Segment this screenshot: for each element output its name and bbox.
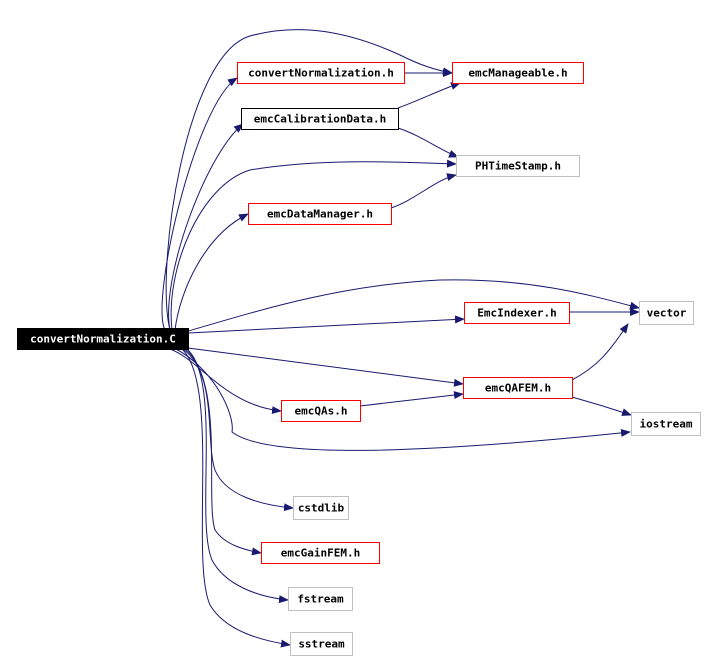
node-label: emcDataManager.h: [267, 208, 373, 221]
edge-root-to-fstream: [186, 348, 289, 604]
edge-calib-to-timestamp: [397, 127, 459, 158]
node-box: [464, 302, 570, 324]
node-qas[interactable]: emcQAs.h: [281, 400, 361, 422]
node-label: emcManageable.h: [468, 67, 567, 80]
edge-root-to-datamanager: [174, 213, 249, 331]
node-fstream: fstream: [288, 587, 353, 611]
nodes-layer: convertNormalization.C convertNormalizati…: [17, 62, 701, 656]
edge-root-to-vector: [184, 279, 640, 333]
node-label: emcQAFEM.h: [485, 382, 551, 395]
node-box: [17, 328, 189, 350]
node-indexer[interactable]: EmcIndexer.h: [464, 302, 570, 324]
node-box: [241, 108, 399, 130]
edge-root-to-convert_h: [161, 77, 238, 331]
node-label: emcQAs.h: [295, 405, 348, 418]
node-gainfem[interactable]: emcGainFEM.h: [261, 542, 380, 564]
node-box: [456, 155, 580, 177]
node-qafem[interactable]: emcQAFEM.h: [463, 377, 573, 399]
node-box: [248, 203, 392, 225]
edge-root-to-indexer: [187, 315, 465, 334]
node-label: sstream: [298, 638, 345, 651]
node-convert-h[interactable]: convertNormalization.h: [237, 62, 405, 84]
node-label: convertNormalization.C: [30, 333, 176, 346]
node-timestamp: PHTimeStamp.h: [456, 155, 580, 177]
node-box: [290, 632, 353, 656]
node-box: [452, 62, 584, 84]
node-box: [261, 542, 380, 564]
node-datamanager[interactable]: emcDataManager.h: [248, 203, 392, 225]
node-iostream: iostream: [631, 412, 701, 436]
node-box: [293, 496, 349, 520]
node-label: PHTimeStamp.h: [475, 160, 561, 173]
node-label: vector: [647, 307, 687, 320]
node-label: cstdlib: [298, 502, 345, 515]
edge-qas-to-qafem: [359, 391, 464, 407]
node-sstream: sstream: [290, 632, 353, 656]
edges-layer: [161, 29, 640, 648]
node-box: [281, 400, 361, 422]
edge-root-to-manageable: [165, 29, 453, 331]
node-label: EmcIndexer.h: [477, 307, 556, 320]
node-box: [463, 377, 573, 399]
node-box: [639, 301, 694, 325]
node-label: emcGainFEM.h: [281, 547, 360, 560]
edge-root-to-sstream: [181, 348, 291, 648]
node-root[interactable]: convertNormalization.C: [17, 328, 189, 350]
edge-root-to-qas: [169, 348, 282, 415]
node-vector: vector: [639, 301, 694, 325]
node-label: iostream: [640, 418, 693, 431]
node-box: [631, 412, 701, 436]
node-box: [237, 62, 405, 84]
node-calib[interactable]: emcCalibrationData.h: [241, 108, 399, 130]
edge-calib-to-manageable: [397, 82, 461, 109]
edge-root-to-calib: [168, 123, 244, 331]
edge-root-to-qafem: [187, 347, 464, 387]
node-label: emcCalibrationData.h: [254, 113, 386, 126]
edge-qafem-to-iostream: [571, 396, 632, 416]
edge-qafem-to-vector: [571, 323, 629, 381]
node-box: [288, 587, 353, 611]
edge-root-to-gainfem: [184, 348, 262, 556]
node-label: convertNormalization.h: [248, 67, 394, 80]
edge-datamanager-to-timestamp: [390, 173, 457, 209]
node-label: fstream: [297, 593, 344, 606]
edge-root-to-timestamp: [170, 159, 457, 331]
node-cstdlib: cstdlib: [293, 496, 349, 520]
edge-root-to-iostream: [175, 348, 631, 451]
node-manageable[interactable]: emcManageable.h: [452, 62, 584, 84]
